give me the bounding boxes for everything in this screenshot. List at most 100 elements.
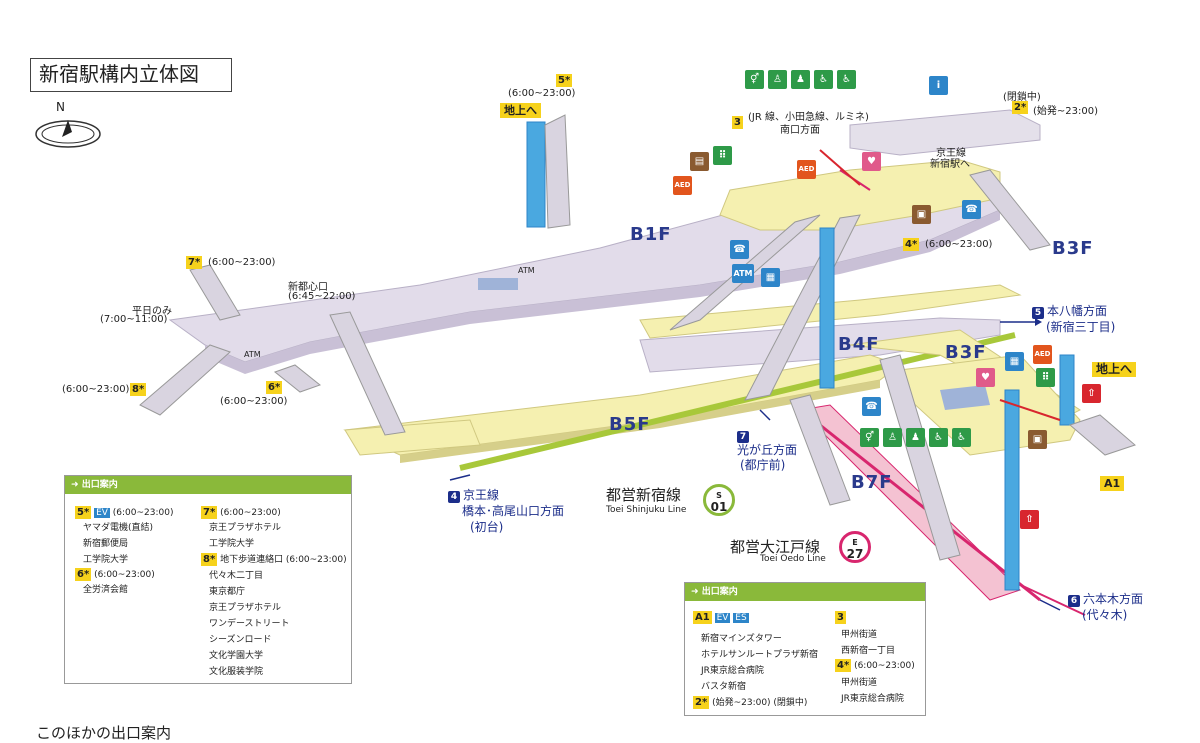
direction-keio-label: 京王線 <box>463 488 500 502</box>
legend-left-badge: EV <box>94 508 110 518</box>
legend-right-badge: EV <box>714 613 731 623</box>
exit3-direction-2: 南口方面 <box>780 125 820 136</box>
route-red-1 <box>819 149 861 186</box>
oedo-line-english: Toei Oedo Line <box>760 554 826 564</box>
legend-right-row: 2* (始発~23:00) (閉鎖中) <box>693 695 807 709</box>
direction-roppongi-sub: (代々木) <box>1082 608 1128 622</box>
legend-right-num: 4* <box>835 659 852 672</box>
phone-icon-2: ☎ <box>730 240 749 259</box>
direction-hikarigaoka-label: 光が丘方面 <box>737 443 798 457</box>
arrow-roppongi <box>1039 599 1061 611</box>
legend-right-row: ホテルサンルートプラザ新宿 <box>701 650 819 660</box>
legend-left-row: 新宿郵便局 <box>83 539 129 549</box>
atm-box-b1f <box>478 278 518 290</box>
legend-left-num: 8* <box>201 553 218 566</box>
shinjuku-line-english: Toei Shinjuku Line <box>606 505 687 515</box>
legend-left-text: 地下歩道連絡口 (6:00~23:00) <box>220 555 347 565</box>
legend-right-row: A1 EV ES <box>693 611 749 624</box>
exit-guide-left-body: 5* EV (6:00~23:00) ヤマダ電機(直結) 新宿郵便局 工学院大学… <box>65 494 351 682</box>
legend-right-row: 新宿マインズタワー <box>701 634 782 644</box>
arrow-keio <box>449 474 471 481</box>
exit-guide-left-title: 出口案内 <box>81 480 118 490</box>
oedo-line-name: 都営大江戸線 <box>730 538 821 556</box>
direction-motoyawata-label: 本八幡方面 <box>1047 304 1108 318</box>
direction-keio-number: 4 <box>448 491 460 503</box>
oedo-line-code-number: 27 <box>846 547 864 561</box>
exit-guide-right: ➜ 出口案内 A1 EV ES 新宿マインズタワー ホテルサンルートプラザ新宿 … <box>684 582 926 716</box>
shop-icon-b3f: ▣ <box>1028 430 1047 449</box>
b5f-left-block <box>344 419 481 456</box>
page-title: 新宿駅構内立体図 <box>30 58 232 92</box>
wheelchair-icon: ♿ <box>837 70 856 89</box>
legend-right-row: JR東京総合病院 <box>701 666 764 676</box>
legend-right-num: A1 <box>693 611 712 624</box>
direction-roppongi-label: 六本木方面 <box>1083 592 1144 606</box>
phone-icon: ☎ <box>962 200 981 219</box>
information-icon: i <box>929 76 948 95</box>
baby-icon-b5f: ♟ <box>906 428 925 447</box>
legend-left-num: 5* <box>75 506 92 519</box>
family-icon-b5f: ♙ <box>883 428 902 447</box>
baby-care-icon: ♟ <box>791 70 810 89</box>
route-red-2 <box>999 399 1061 421</box>
exit-guide-right-header: ➜ 出口案内 <box>685 583 925 601</box>
exit5-to-ground: 地上へ <box>500 103 541 118</box>
elevator-shaft-center <box>819 227 835 389</box>
exit2-hours: (始発~23:00) <box>1033 106 1098 117</box>
legend-left-row: 京王プラザホテル <box>209 603 282 613</box>
legend-left-row: ヤマダ電機(直結) <box>83 523 154 533</box>
phone-icon-b4f: ☎ <box>862 397 881 416</box>
coin-locker-icon-b3f: ⠿ <box>1036 368 1055 387</box>
shinjuku-line-code-number: 01 <box>710 500 728 514</box>
ticket-area <box>940 385 990 410</box>
ostomate-icon: ♿ <box>814 70 833 89</box>
exit2-status: (閉鎖中) <box>1003 92 1041 103</box>
legend-left-row: 代々木二丁目 <box>209 571 264 581</box>
locker-icon: ▤ <box>690 152 709 171</box>
shintoshin-label: 新都心口 <box>288 282 328 293</box>
ticket-icon-b3f: ▦ <box>1005 352 1024 371</box>
keio-new-station-label: 新宿駅へ <box>930 159 970 170</box>
ostomate-icon-b5f: ♿ <box>929 428 948 447</box>
keio-new-line-label: 京王線 <box>936 148 966 159</box>
shinjuku-line-track <box>459 332 1016 471</box>
legend-right-num: 2* <box>693 696 710 709</box>
south-exit-block <box>849 109 1041 156</box>
arrow-hikarigaoka <box>759 409 771 421</box>
direction-roppongi-number: 6 <box>1068 595 1080 607</box>
legend-right-row: 4* (6:00~23:00) <box>835 659 915 672</box>
legend-right-row: JR東京総合病院 <box>841 694 904 704</box>
exit5-number: 5* <box>556 74 573 87</box>
legend-left-num: 6* <box>75 568 92 581</box>
exit6-stairs <box>273 364 322 393</box>
floor-b3f-right: B3F <box>1052 238 1094 259</box>
direction-hikarigaoka-sub: (都庁前) <box>740 458 786 472</box>
exit5-shaft <box>526 121 546 228</box>
nursing-room-icon: ♥ <box>862 152 881 171</box>
exit-guide-left: ➜ 出口案内 5* EV (6:00~23:00) ヤマダ電機(直結) 新宿郵便… <box>64 475 352 684</box>
exit3-number: 3 <box>732 116 743 129</box>
exit4-hours: (6:00~23:00) <box>925 239 993 250</box>
direction-keio-dest: 橋本･高尾山口方面 <box>462 504 565 518</box>
floor-b5f: B5F <box>609 414 651 435</box>
compass-north-label: N <box>56 100 65 114</box>
atm-label-west: ATM <box>244 350 261 359</box>
exit6-number: 6* <box>266 381 283 394</box>
a1-number: A1 <box>1100 476 1125 491</box>
shinjuku-line-code-letter: S <box>716 491 722 500</box>
legend-left-row: 東京都庁 <box>209 587 246 597</box>
escalator-5 <box>879 354 961 561</box>
legend-right-text: (始発~23:00) (閉鎖中) <box>712 698 808 708</box>
legend-right-row: 甲州街道 <box>841 678 878 688</box>
legend-right-num: 3 <box>835 611 846 624</box>
oedo-line-roundel: E 27 <box>839 531 871 563</box>
shintoshin-hours: (6:45~22:00) <box>288 291 356 302</box>
escalator-6 <box>789 394 851 506</box>
floor-b3f-mid: B3F <box>945 342 987 363</box>
legend-left-row: 工学院大学 <box>83 555 129 565</box>
exit7-number: 7* <box>186 256 203 269</box>
